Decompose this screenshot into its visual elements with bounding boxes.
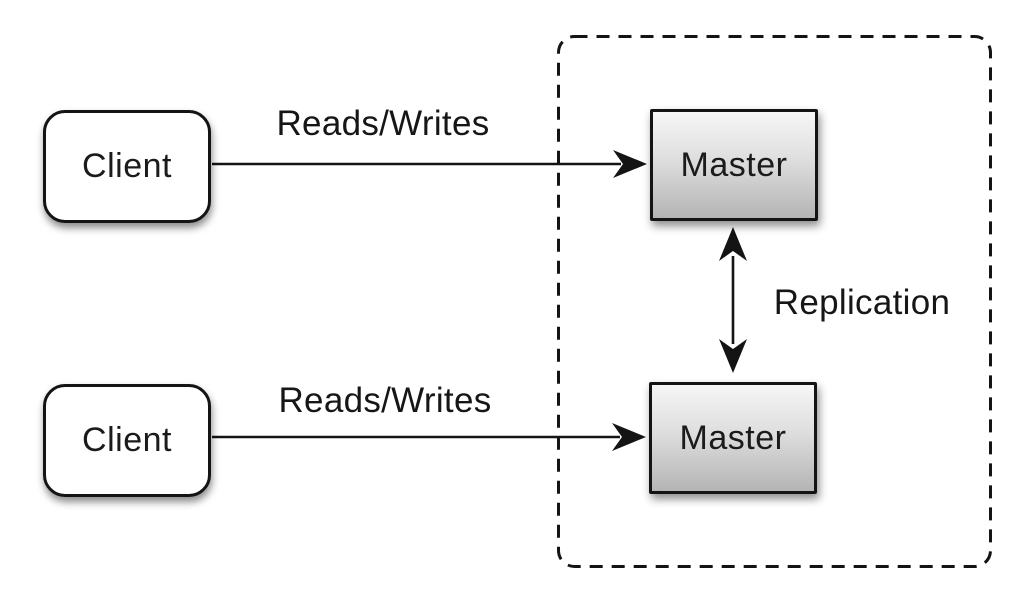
- node-master-bottom-label: Master: [679, 418, 787, 457]
- arrowhead-down-icon: [719, 339, 747, 373]
- edge-replication: [719, 227, 747, 373]
- arrowhead-right-icon: [612, 423, 646, 451]
- node-master-top-label: Master: [680, 145, 788, 184]
- node-master-top: Master: [650, 109, 818, 221]
- node-client-top-label: Client: [82, 147, 172, 185]
- node-master-bottom: Master: [649, 382, 817, 494]
- edge-label-replication: Replication: [773, 283, 951, 322]
- node-client-bottom: Client: [43, 384, 211, 497]
- edge-label-reads-writes-top: Reads/Writes: [276, 104, 490, 143]
- master-cluster-dashed-border: [557, 35, 992, 568]
- edge-label-reads-writes-bottom: Reads/Writes: [278, 381, 492, 420]
- edge-reads-writes-top: [212, 150, 647, 178]
- arrowhead-right-icon: [613, 150, 647, 178]
- edge-reads-writes-bottom: [212, 423, 646, 451]
- node-client-bottom-label: Client: [82, 421, 172, 459]
- arrowhead-up-icon: [719, 227, 747, 261]
- node-client-top: Client: [43, 110, 211, 223]
